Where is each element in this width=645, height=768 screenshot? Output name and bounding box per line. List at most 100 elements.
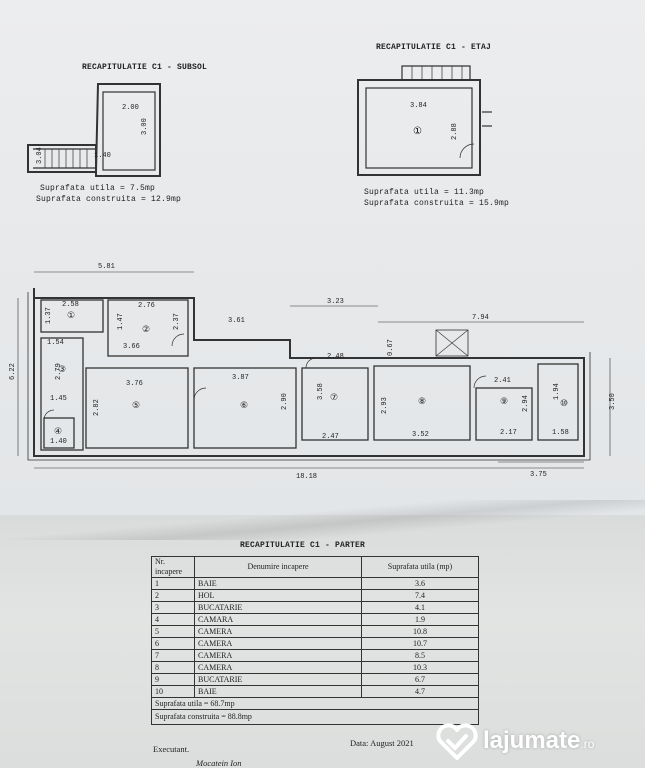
cell-nr: 8 (151, 661, 195, 674)
recap-constr: Suprafata construita = 88.8mp (151, 709, 479, 725)
etaj-dim-2: 2.88 (451, 123, 459, 140)
cell-name: BAIE (194, 577, 362, 590)
cell-area: 6.7 (361, 673, 479, 686)
cell-name: BUCATARIE (194, 673, 362, 686)
cell-name: CAMARA (194, 613, 362, 626)
etaj-util: Suprafata utila = 11.3mp (364, 188, 485, 197)
parter-label: 2.79 (55, 363, 63, 380)
parter-label: 2.82 (93, 399, 101, 416)
parter-label: 2.93 (381, 397, 389, 414)
floor-plans: 2.00 3.00 1.40 3.04 3.84 2.88 ① (9, 65, 617, 481)
lajumate-watermark: lajumate.ro (435, 720, 635, 762)
cell-name: CAMERA (194, 661, 362, 674)
cell-nr: 2 (151, 589, 195, 602)
table-header-row: Nr. incapere Denumire incapere Suprafata… (151, 556, 479, 578)
parter-label: 2.76 (138, 302, 155, 310)
cell-nr: 9 (151, 673, 195, 686)
parter-label: 1.54 (47, 339, 64, 347)
col-suprafata: Suprafata utila (mp) (361, 556, 479, 578)
cell-name: BUCATARIE (194, 601, 362, 614)
recap-title: RECAPITULATIE C1 - PARTER (240, 541, 366, 550)
parter-label: 2.58 (62, 301, 79, 309)
parter-label: 2.17 (500, 429, 517, 437)
parter-label: 3.76 (126, 380, 143, 388)
heart-check-icon (436, 723, 478, 760)
parter-label: 2.94 (522, 395, 530, 412)
cell-nr: 5 (151, 625, 195, 638)
parter-plan (17, 271, 611, 469)
cell-area: 4.7 (361, 685, 479, 698)
recap-table: Nr. incapere Denumire incapere Suprafata… (151, 556, 479, 725)
room-number: ① (67, 311, 75, 321)
cell-area: 4.1 (361, 601, 479, 614)
cell-nr: 6 (151, 637, 195, 650)
subsol-dim-3: 1.40 (94, 152, 111, 160)
cell-name: CAMERA (194, 649, 362, 662)
etaj-title: RECAPITULATIE C1 - ETAJ (376, 43, 492, 52)
parter-label: 3.58 (317, 383, 325, 400)
parter-label: 2.37 (173, 313, 181, 330)
parter-label: 2.90 (281, 393, 289, 410)
parter-dim-overall-top: 5.81 (98, 263, 115, 271)
subsol-constr: Suprafata construita = 12.9mp (36, 195, 182, 204)
cell-area: 1.9 (361, 613, 479, 626)
watermark-tld: .ro (580, 737, 595, 751)
cell-name: CAMERA (194, 625, 362, 638)
subsol-dim-1: 2.00 (122, 104, 139, 112)
etaj-plan (357, 65, 492, 176)
date-label: Data: August 2021 (350, 738, 414, 748)
etaj-constr: Suprafata construita = 15.9mp (364, 199, 510, 208)
parter-label: 1.40 (50, 438, 67, 446)
parter-label: 2.48 (327, 353, 344, 361)
parter-label: 2.41 (494, 377, 511, 385)
parter-label: 3.66 (123, 343, 140, 351)
parter-dim-bottom-right: 3.75 (530, 471, 547, 479)
room-number: ⑦ (330, 393, 338, 403)
subsol-util: Suprafata utila = 7.5mp (40, 184, 156, 193)
room-number: ⑩ (560, 399, 568, 409)
parter-label: 1.45 (50, 395, 67, 403)
cell-name: BAIE (194, 685, 362, 698)
cell-nr: 7 (151, 649, 195, 662)
parter-label: 2.47 (322, 433, 339, 441)
parter-label: 3.87 (232, 374, 249, 382)
room-number: ② (142, 325, 150, 335)
signature: Mocatein Ion (196, 758, 242, 768)
parter-label: 0.67 (387, 339, 395, 356)
table-row: Suprafata utila = 68.7mp (151, 697, 479, 710)
room-number: ⑨ (500, 397, 508, 407)
room-number: ⑥ (240, 401, 248, 411)
etaj-dim-1: 3.84 (410, 102, 427, 110)
etaj-room-1: ① (413, 126, 422, 138)
parter-label: 1.58 (552, 429, 569, 437)
parter-dim-total-bottom: 18.18 (296, 473, 317, 481)
parter-label: 1.94 (553, 383, 561, 400)
parter-label: 1.37 (45, 307, 53, 324)
recap-util: Suprafata utila = 68.7mp (151, 697, 479, 710)
parter-dim-right-height: 3.50 (609, 393, 617, 410)
cell-nr: 1 (151, 577, 195, 590)
room-number: ⑤ (132, 401, 140, 411)
cell-name: CAMERA (194, 637, 362, 650)
watermark-text: lajumate.ro (483, 727, 594, 755)
parter-dim-top-mid: 3.23 (327, 298, 344, 306)
parter-label: 3.61 (228, 317, 245, 325)
table-row: Suprafata construita = 88.8mp (151, 709, 479, 725)
executant-label: Executant. (153, 744, 190, 754)
room-number: ③ (58, 365, 66, 375)
watermark-brand: lajumate (483, 727, 581, 754)
room-number: ④ (54, 427, 62, 437)
subsol-plan (27, 83, 161, 177)
parter-label: 3.52 (412, 431, 429, 439)
subsol-title: RECAPITULATIE C1 - SUBSOL (82, 63, 208, 72)
cell-area: 3.6 (361, 577, 479, 590)
